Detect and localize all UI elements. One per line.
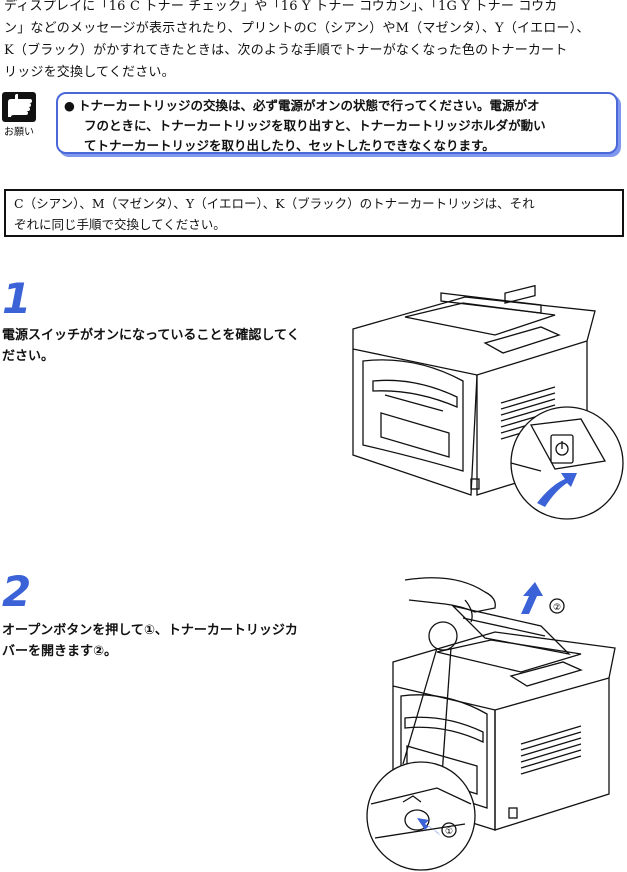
note-badge: お願い: [2, 92, 36, 138]
step-line: オープンボタンを押して①、トナーカートリッジカ: [2, 623, 298, 638]
step-line: 電源スイッチがオンになっていることを確認してく: [2, 328, 300, 343]
bullet: ●: [64, 98, 75, 113]
note-line: フのときに、トナーカートリッジを取り出すと、トナーカートリッジホルダが動い: [84, 118, 546, 133]
intro-line: K（ブラック）がかすれてきたときは、次のような手順でトナーがなくなった色のトナー…: [4, 43, 568, 58]
note-line: てトナーカートリッジを取り出したり、セットしたりできなくなります。: [84, 138, 495, 153]
step-line: ださい。: [2, 349, 55, 364]
framed-note-line: C（シアン）、M（マゼンタ）、Y（イエロー）、K（ブラック）のトナーカートリッジ…: [14, 196, 535, 211]
callout-2: ②: [553, 603, 561, 613]
note-icon-label: お願い: [4, 127, 34, 138]
intro-paragraph: ディスプレイに「16 C トナー チェック」や「16 Y トナー コウカン」、「…: [4, 0, 624, 84]
framed-note: C（シアン）、M（マゼンタ）、Y（イエロー）、K（ブラック）のトナーカートリッジ…: [4, 189, 624, 237]
callout-1: ①: [445, 827, 453, 837]
step-instruction: オープンボタンを押して①、トナーカートリッジカ バーを開きます②。: [2, 620, 332, 662]
step-number: 1: [2, 274, 32, 323]
hand-pointing-icon: [2, 92, 36, 122]
framed-note-line: ぞれに同じ手順で交換してください。: [14, 217, 226, 232]
intro-line: リッジを交換してください。: [4, 65, 175, 80]
printer-open-cover-illustration: ① ②: [366, 577, 616, 871]
intro-line: ディスプレイに「16 C トナー チェック」や「16 Y トナー コウカン」、「…: [4, 0, 558, 14]
intro-line: ン」などのメッセージが表示されたり、プリントのC（シアン）やM（マゼンタ）、Y（…: [4, 21, 590, 36]
step-line: バーを開きます②。: [2, 644, 118, 659]
step-instruction: 電源スイッチがオンになっていることを確認してく ださい。: [2, 325, 332, 367]
step-number: 2: [2, 567, 32, 616]
printer-power-switch-illustration: [352, 285, 624, 520]
note-text: トナーカートリッジの交換は、必ず電源がオンの状態で行ってください。電源がオ: [78, 98, 540, 113]
note-box: ●トナーカートリッジの交換は、必ず電源がオンの状態で行ってください。電源がオ フ…: [56, 92, 618, 154]
note-line: ●トナーカートリッジの交換は、必ず電源がオンの状態で行ってください。電源がオ: [64, 96, 610, 116]
